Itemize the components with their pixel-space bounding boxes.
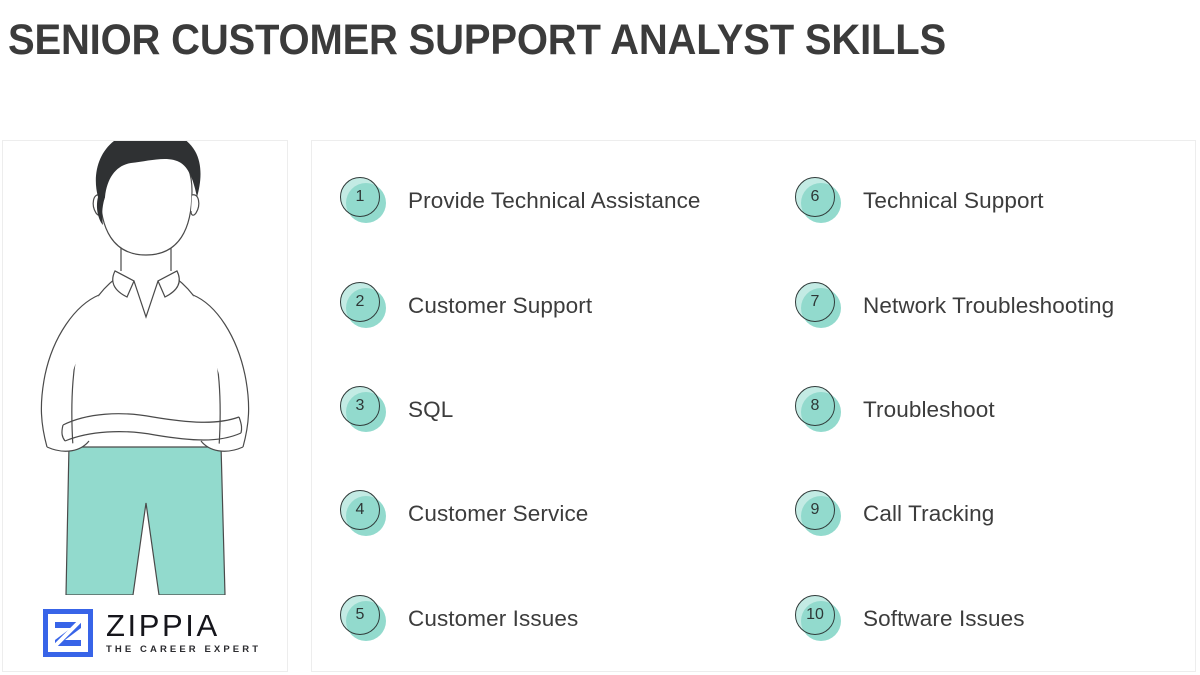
- zippia-tagline: THE CAREER EXPERT: [106, 644, 262, 655]
- zippia-wordmark: ZIPPIA THE CAREER EXPERT: [106, 608, 262, 655]
- skill-badge-5: 5: [340, 594, 388, 643]
- skills-grid: 1 Provide Technical Assistance 6 Technic…: [312, 141, 1195, 671]
- skill-item-2: 2 Customer Support: [312, 281, 767, 330]
- skills-panel: 1 Provide Technical Assistance 6 Technic…: [311, 140, 1196, 672]
- skill-label-10: Software Issues: [863, 605, 1025, 631]
- skill-badge-1: 1: [340, 177, 388, 225]
- badge-ring-icon: [340, 177, 380, 218]
- skill-badge-9: 9: [795, 490, 843, 538]
- skill-number-5: 5: [355, 605, 365, 623]
- skill-label-6: Technical Support: [863, 188, 1044, 214]
- skill-item-6: 6 Technical Support: [767, 177, 1197, 225]
- skill-badge-7: 7: [795, 281, 843, 330]
- skill-badge-2: 2: [340, 281, 388, 330]
- skill-label-1: Provide Technical Assistance: [408, 188, 701, 214]
- skill-label-2: Customer Support: [408, 292, 593, 318]
- skill-label-9: Call Tracking: [863, 501, 995, 527]
- skill-label-7: Network Troubleshooting: [863, 292, 1115, 318]
- badge-ring-icon: [340, 490, 380, 531]
- skill-item-9: 9 Call Tracking: [767, 490, 1197, 538]
- zippia-z-mark-icon: [43, 609, 93, 657]
- illustration-panel: ZIPPIA THE CAREER EXPERT: [2, 140, 288, 672]
- skill-number-2: 2: [355, 292, 365, 310]
- skill-number-8: 8: [810, 396, 820, 414]
- skill-number-3: 3: [355, 396, 365, 414]
- skill-item-3: 3 SQL: [312, 385, 767, 434]
- skill-item-10: 10 Software Issues: [767, 594, 1197, 643]
- skill-number-6: 6: [810, 188, 820, 206]
- skill-badge-4: 4: [340, 490, 388, 538]
- skill-label-3: SQL: [408, 396, 454, 422]
- page-title: SENIOR CUSTOMER SUPPORT ANALYST SKILLS: [8, 16, 946, 64]
- skill-number-4: 4: [355, 501, 365, 519]
- skill-badge-10: 10: [795, 594, 843, 643]
- badge-ring-icon: [340, 385, 380, 426]
- skill-item-5: 5 Customer Issues: [312, 594, 767, 643]
- badge-ring-icon: [795, 385, 835, 426]
- person-illustration: [40, 141, 250, 595]
- skill-badge-8: 8: [795, 385, 843, 434]
- skill-badge-6: 6: [795, 177, 843, 225]
- skill-item-4: 4 Customer Service: [312, 490, 767, 538]
- badge-ring-icon: [340, 594, 380, 635]
- zippia-name: ZIPPIA: [106, 608, 220, 643]
- badge-ring-icon: [795, 177, 835, 218]
- badge-ring-icon: [340, 281, 380, 322]
- skill-number-7: 7: [810, 292, 820, 310]
- skill-number-9: 9: [810, 501, 820, 519]
- skill-label-4: Customer Service: [408, 501, 589, 527]
- skill-number-1: 1: [355, 188, 365, 206]
- skill-item-1: 1 Provide Technical Assistance: [312, 177, 767, 225]
- badge-ring-icon: [795, 594, 835, 635]
- badge-ring-icon: [795, 281, 835, 322]
- badge-ring-icon: [795, 490, 835, 531]
- skill-number-10: 10: [806, 605, 824, 623]
- skill-label-5: Customer Issues: [408, 605, 579, 631]
- skill-item-7: 7 Network Troubleshooting: [767, 281, 1197, 330]
- zippia-logo: ZIPPIA THE CAREER EXPERT: [43, 609, 261, 657]
- skill-badge-3: 3: [340, 385, 388, 434]
- skill-label-8: Troubleshoot: [863, 396, 995, 422]
- skill-item-8: 8 Troubleshoot: [767, 385, 1197, 434]
